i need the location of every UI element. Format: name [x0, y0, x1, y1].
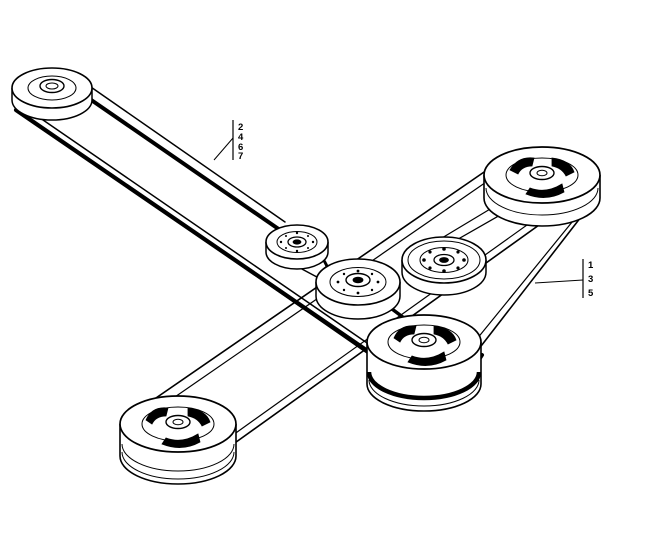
callout-lower-line-2: 3	[588, 274, 593, 285]
callout-upper-line-3: 6	[238, 142, 243, 153]
idler-pulley-flat	[401, 236, 487, 296]
callout-upper-line-1: 2	[238, 122, 243, 133]
deck-pulley-right	[483, 146, 601, 227]
callout-lower-line-3: 5	[588, 288, 594, 299]
drive-pulley-top-left	[11, 67, 93, 121]
deck-pulley-left	[119, 395, 237, 485]
callout-lower-line-1: 1	[588, 260, 594, 271]
callout-upper-line-2: 4	[238, 132, 244, 143]
callout-upper-leader	[213, 137, 234, 161]
deck-pulley-center	[366, 314, 482, 412]
callout-lower-leader	[534, 279, 584, 284]
callout-lower: 1 3 5	[534, 259, 594, 299]
callout-upper-line-4: 7	[238, 151, 243, 162]
callout-upper: 2 4 6 7	[213, 120, 244, 162]
idler-pulley-small	[265, 224, 329, 270]
idler-pulley-center	[315, 258, 401, 320]
